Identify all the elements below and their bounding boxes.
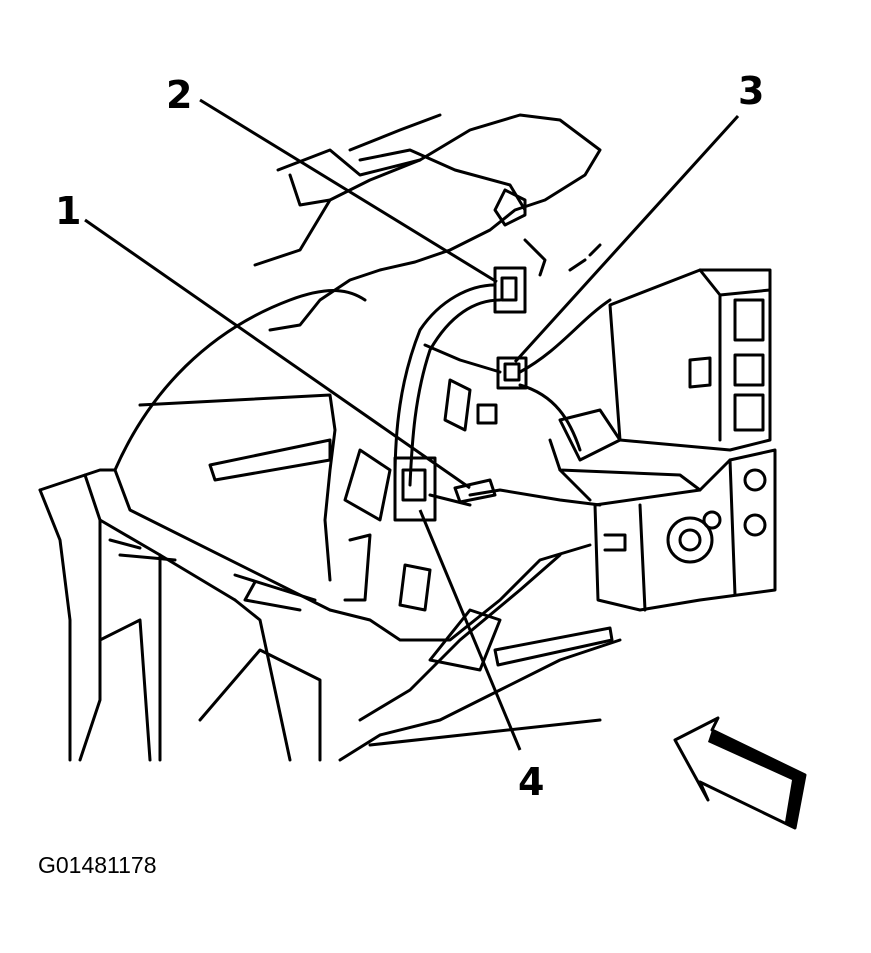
figure-id: G01481178 — [38, 852, 157, 878]
callout-label-3: 3 — [738, 69, 764, 113]
leader-line-1 — [84, 218, 471, 490]
callout-leaders — [84, 98, 740, 751]
callout-label-1: 1 — [55, 189, 81, 233]
leader-line-2 — [199, 98, 498, 284]
illustration-linework — [38, 113, 777, 762]
callout-label-4: 4 — [518, 760, 544, 804]
leader-line-3 — [513, 114, 740, 364]
leader-line-4 — [418, 509, 522, 751]
view-direction-arrow-icon — [673, 716, 807, 830]
callout-label-2: 2 — [166, 73, 192, 117]
